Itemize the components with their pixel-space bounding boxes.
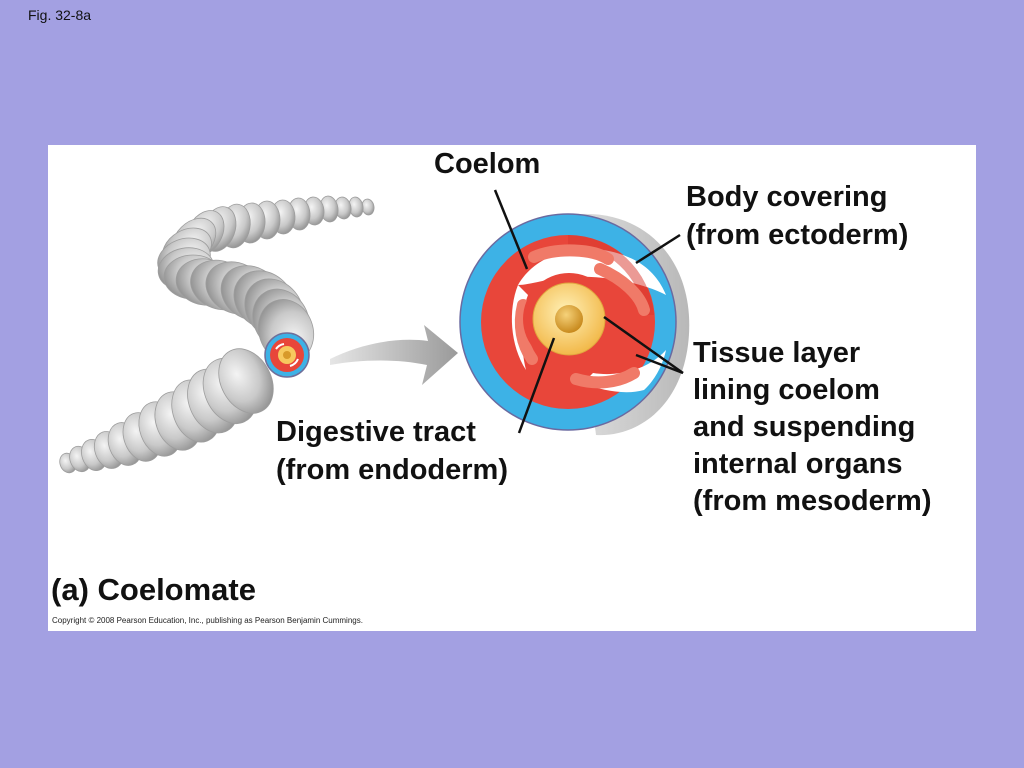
worm-body xyxy=(59,195,375,474)
diagram-artwork xyxy=(59,189,690,474)
digestive-line-1: Digestive tract xyxy=(276,416,476,448)
body-covering-line-2: (from ectoderm) xyxy=(686,219,909,251)
tissue-line-1: Tissue layer xyxy=(693,337,861,369)
tissue-line-5: (from mesoderm) xyxy=(693,485,932,517)
coelom-label: Coelom xyxy=(434,148,541,180)
copyright-notice: Copyright © 2008 Pearson Education, Inc.… xyxy=(52,616,363,625)
caption: (a) Coelomate xyxy=(51,572,256,607)
worm-cross-section xyxy=(264,332,310,378)
digestive-leader xyxy=(517,337,556,434)
body-covering-line-1: Body covering xyxy=(686,181,888,213)
body-covering-label: Body covering (from ectoderm) xyxy=(686,178,908,254)
digestive-tract-label: Digestive tract (from endoderm) xyxy=(276,413,508,489)
tissue-line-2: lining coelom xyxy=(693,374,880,406)
tissue-leader-lower xyxy=(635,353,684,375)
arrow-icon xyxy=(330,325,458,385)
tissue-line-3: and suspending xyxy=(693,411,916,443)
diagram-panel: Coelom Body covering (from ectoderm) Tis… xyxy=(48,145,976,631)
figure-label: Fig. 32-8a xyxy=(28,7,92,23)
leader-lines xyxy=(493,189,684,434)
tissue-leader-upper xyxy=(603,315,684,375)
tissue-layer-label: Tissue layer lining coelom and suspendin… xyxy=(693,335,932,520)
coelom-cavity xyxy=(518,248,666,295)
digestive-line-2: (from endoderm) xyxy=(276,454,508,486)
cross-section-diagram xyxy=(459,213,690,436)
digestive-cavity xyxy=(555,305,583,333)
coelom-leader xyxy=(493,189,529,270)
body-covering-leader xyxy=(635,233,681,265)
worm-segment xyxy=(218,348,274,414)
tissue-line-4: internal organs xyxy=(693,448,903,480)
